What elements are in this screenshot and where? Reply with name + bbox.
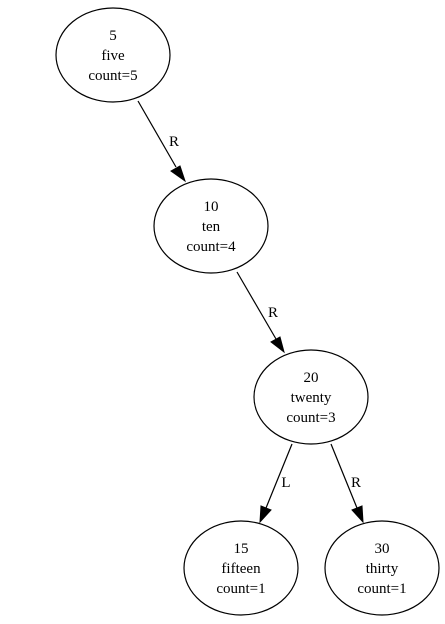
node-name: thirty [366,561,399,577]
tree-node-20: 20 twenty count=3 [253,349,369,445]
edge-20-to-30: R [330,443,364,524]
node-key: 10 [204,199,219,215]
edge-label: L [281,475,290,491]
tree-node-10: 10 ten count=4 [153,178,269,274]
node-key: 15 [234,541,249,557]
node-key: 5 [109,28,117,44]
node-name: twenty [291,390,332,406]
tree-node-5: 5 five count=5 [55,7,171,103]
node-key: 30 [375,541,390,557]
edge-label: R [169,134,179,150]
tree-node-30: 30 thirty count=1 [324,520,440,616]
tree-node-15: 15 fifteen count=1 [183,520,299,616]
edge-10-to-20: R [236,271,285,354]
edge-20-to-15: L [259,443,293,524]
node-name: fifteen [221,561,261,577]
node-count: count=1 [357,581,406,597]
edge-label: R [351,475,361,491]
node-count: count=5 [88,68,137,84]
node-key: 20 [304,370,319,386]
node-count: count=1 [216,581,265,597]
node-name: five [101,48,125,64]
node-name: ten [202,219,221,235]
node-count: count=4 [186,239,236,255]
edge-5-to-10: R [137,100,186,183]
node-count: count=3 [286,410,335,426]
edge-label: R [268,305,278,321]
